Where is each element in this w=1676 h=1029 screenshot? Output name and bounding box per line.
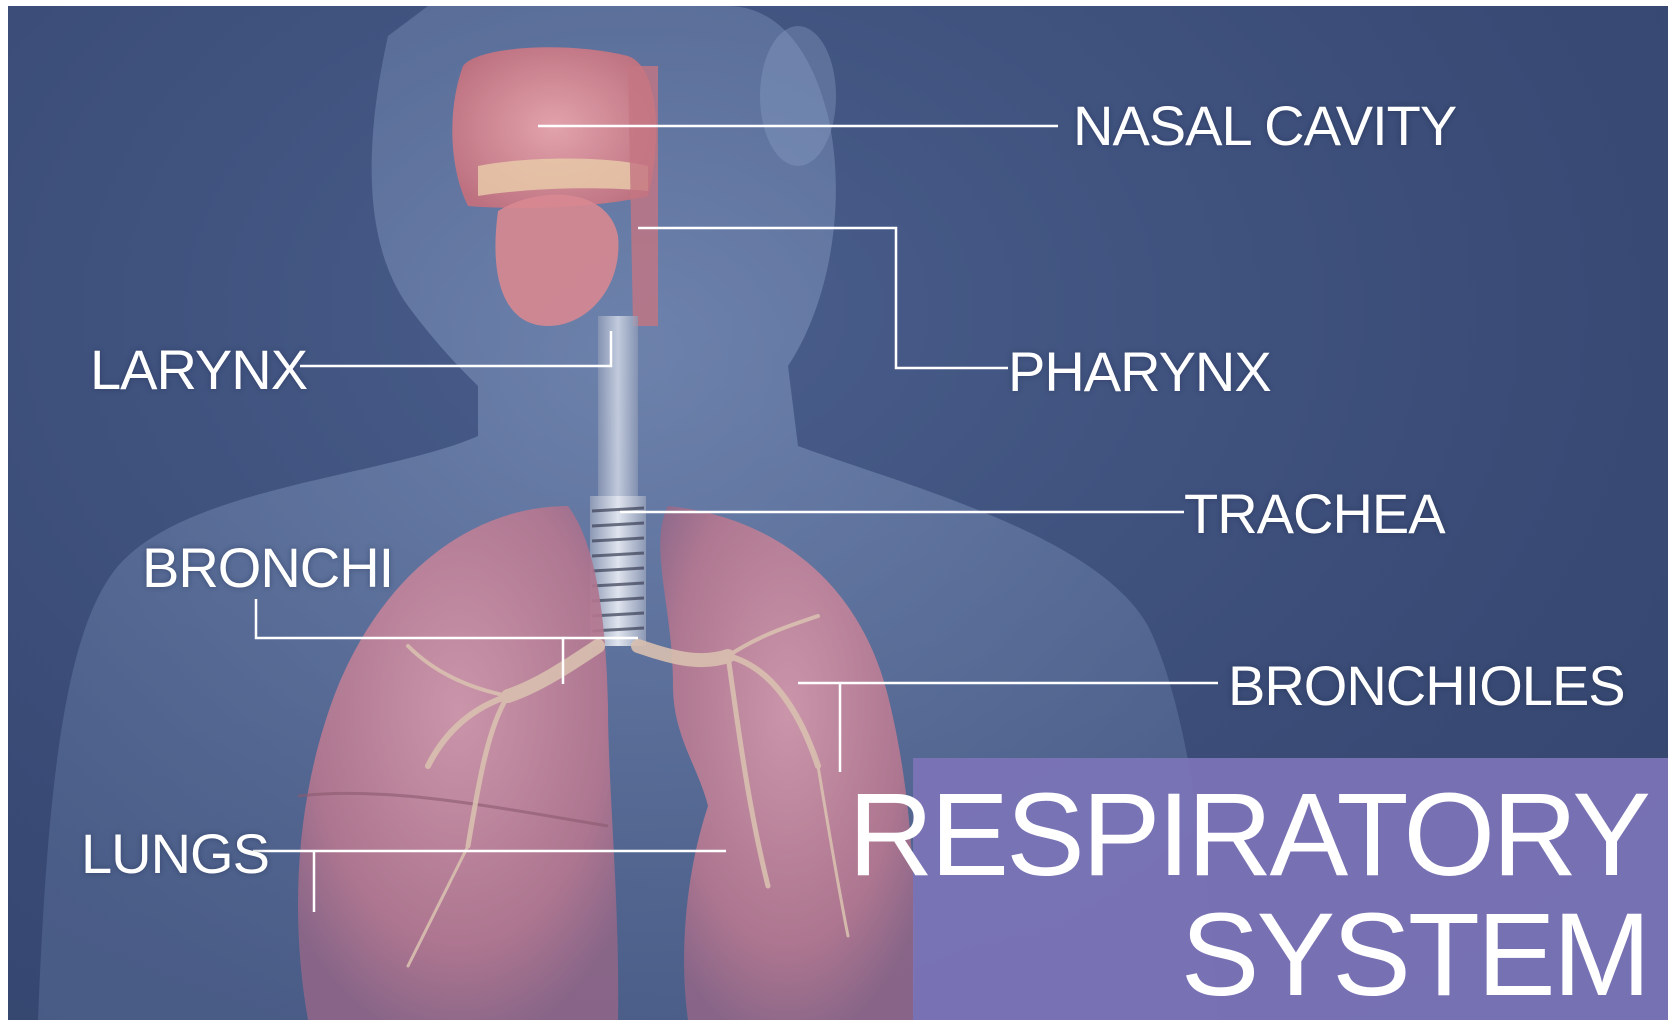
title-line-2: SYSTEM [1181,896,1648,1014]
label-nasal-cavity: NASAL CAVITY [1073,98,1456,154]
label-pharynx: PHARYNX [1008,344,1271,400]
label-bronchioles: BRONCHIOLES [1228,658,1625,714]
label-larynx: LARYNX [90,342,307,398]
diagram-canvas: NASAL CAVITY PHARYNX LARYNX TRACHEA BRON… [8,6,1668,1020]
label-lungs: LUNGS [81,826,269,882]
title-panel: RESPIRATORY SYSTEM [913,758,1668,1020]
label-trachea: TRACHEA [1184,486,1445,542]
title-line-1: RESPIRATORY [848,776,1648,894]
label-bronchi: BRONCHI [142,540,393,596]
